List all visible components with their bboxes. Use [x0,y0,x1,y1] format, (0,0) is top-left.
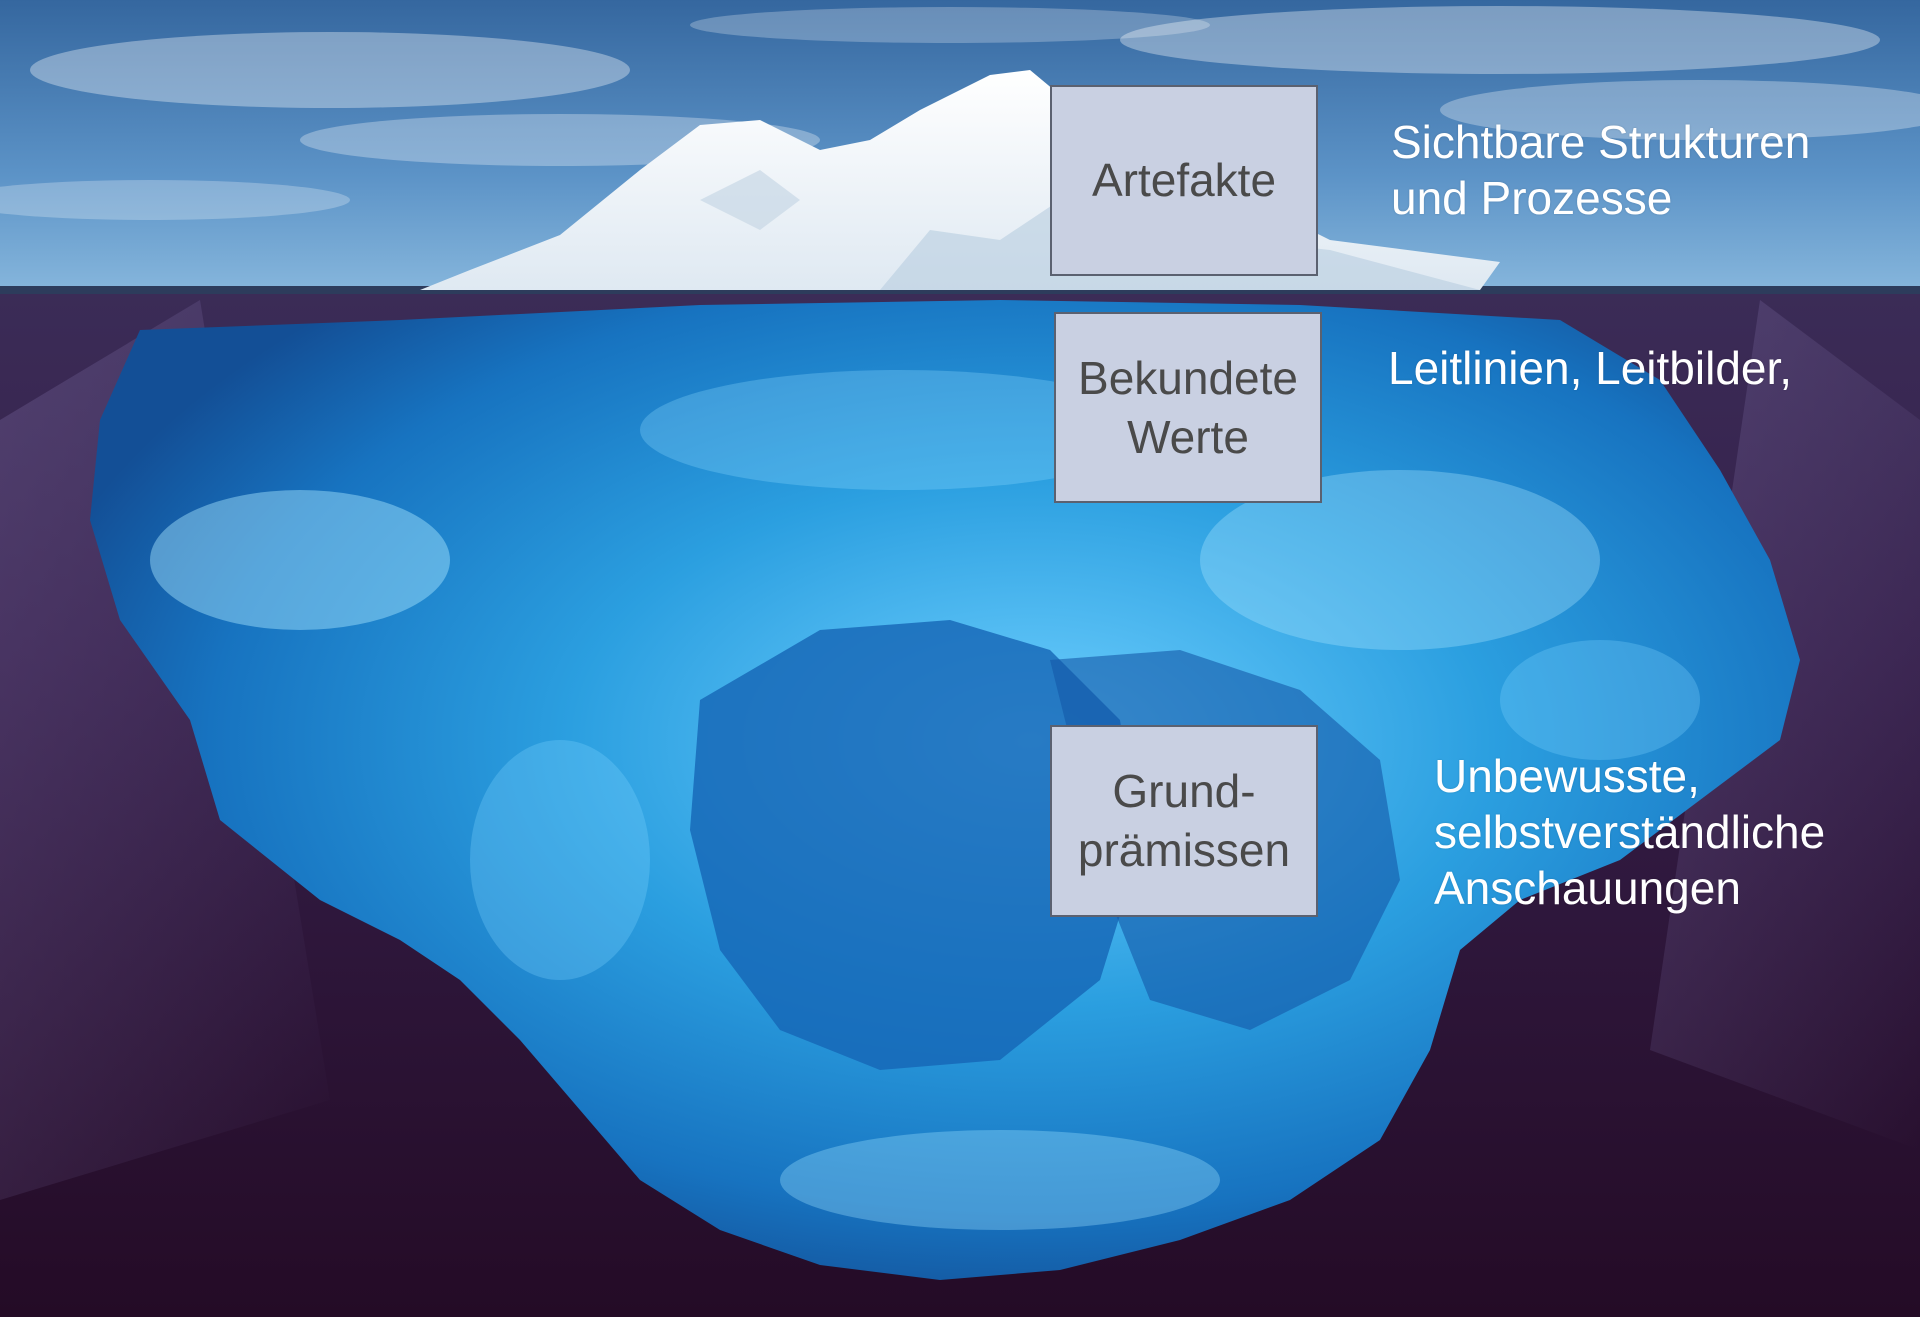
level-description-artefakte: Sichtbare Strukturen und Prozesse [1391,116,1811,225]
level-description-grundpraemissen: Unbewusste, selbstverständliche Anschauu… [1434,750,1826,915]
level-description-bekundete-werte: Leitlinien, Leitbilder, [1388,342,1793,394]
level-box-grundpraemissen: Grund- prämissen [1050,725,1318,917]
level-box-artefakte: Artefakte [1050,85,1318,276]
level-box-bekundete-werte: Bekundete Werte [1054,312,1322,503]
